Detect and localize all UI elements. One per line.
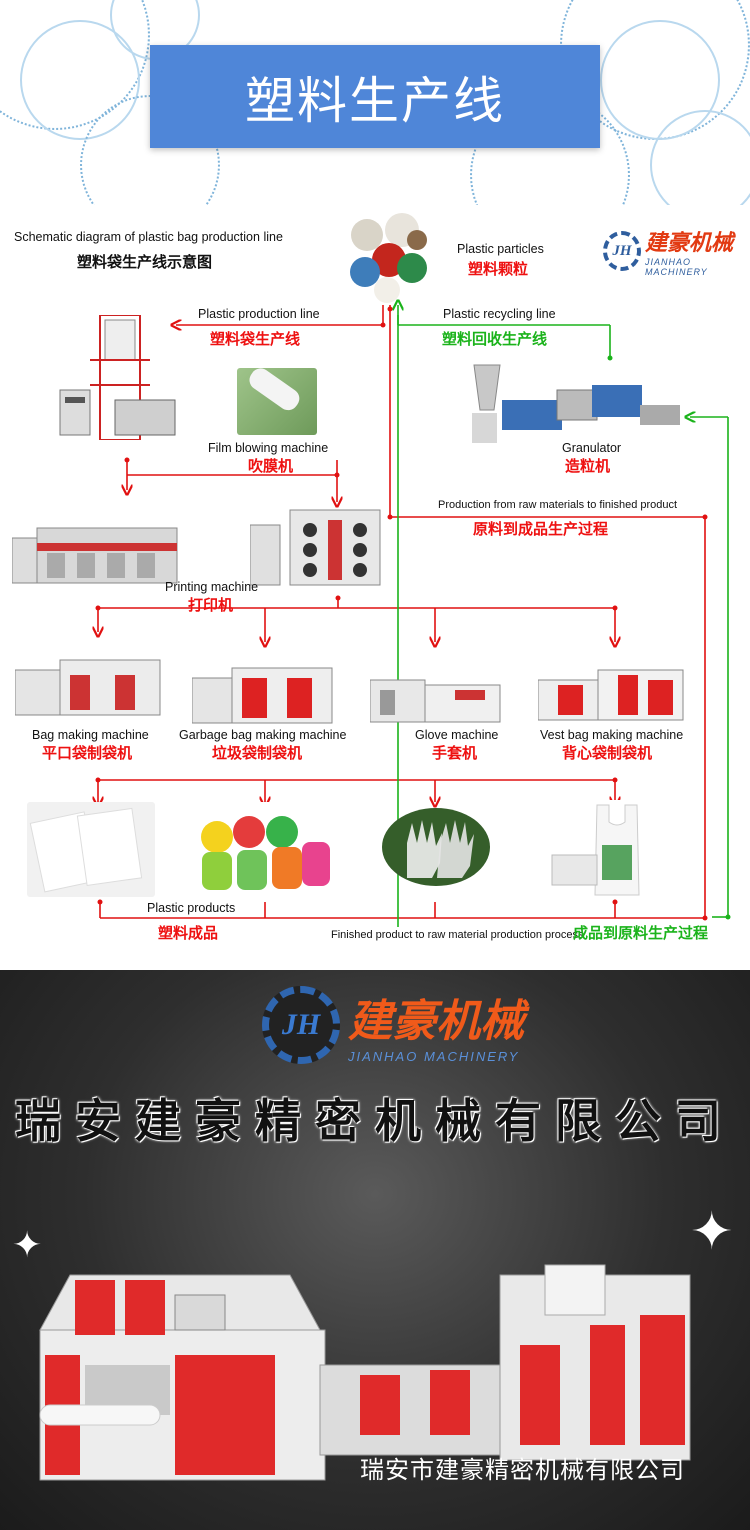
products-label-en: Plastic products (147, 901, 236, 915)
title-box: 塑料生产线 (150, 45, 600, 148)
gear-icon: JH (603, 231, 641, 271)
bag-making-machine-image (14, 650, 165, 720)
printing-label-zh: 打印机 (188, 596, 234, 614)
sparkle-icon: ✦ (12, 1225, 43, 1266)
production-diagram: Schematic diagram of plastic bag product… (0, 205, 750, 970)
brand-name-zh: 建豪机械 (348, 996, 524, 1047)
plastic-particles-label-en: Plastic particles (457, 242, 544, 256)
glove-machine-image (369, 670, 505, 725)
plastic-particles-image (347, 210, 432, 305)
brand-name-zh: 建豪机械 (644, 231, 733, 256)
machine-label-en: Garbage bag making machine (179, 728, 347, 742)
gear-icon: JH (262, 985, 340, 1064)
production-line-label-en: Plastic production line (198, 307, 320, 321)
recycling-line-label-en: Plastic recycling line (443, 307, 556, 321)
recycling-line-label-zh: 塑料回收生产线 (442, 330, 548, 348)
plastic-particles-label-zh: 塑料颗粒 (468, 260, 529, 278)
company-name-footer: 瑞安市建豪精密机械有限公司 (360, 1456, 685, 1484)
granulator-machine-image (462, 355, 684, 445)
film-blowing-label-en: Film blowing machine (208, 441, 329, 455)
raw-to-finished-label-en: Production from raw materials to finishe… (438, 499, 678, 511)
film-blowing-label-zh: 吹膜机 (248, 457, 294, 475)
machine-product-image (30, 1255, 730, 1485)
brand-name-en: JIANHAO MACHINERY (348, 1049, 520, 1064)
flow-lines (0, 205, 731, 927)
printing-label-en: Printing machine (165, 580, 259, 594)
flexo-printing-machine-image (249, 505, 385, 590)
finished-to-raw-label-zh: 成品到原料生产过程 (573, 924, 709, 942)
sparkle-icon: ✦ (690, 1202, 734, 1262)
machine-label-en: Bag making machine (32, 728, 149, 742)
granulator-label-zh: 造粒机 (565, 457, 611, 475)
schematic-title-zh: 塑料袋生产线示意图 (77, 253, 213, 271)
products-label-zh: 塑料成品 (158, 924, 219, 942)
gravure-printing-machine-image (11, 513, 180, 588)
company-footer: JH 建豪机械 JIANHAO MACHINERY 瑞安建豪精密机械有限公司 ✦… (0, 970, 750, 1530)
machine-label-zh: 背心袋制袋机 (562, 744, 653, 762)
vest-bag-machine-image (537, 660, 688, 725)
film-roll-photo (237, 368, 317, 435)
brand-logo: JH 建豪机械 JIANHAO MACHINERY (603, 225, 750, 277)
page-title: 塑料生产线 (245, 71, 505, 130)
granulator-label-en: Granulator (562, 441, 622, 455)
machine-label-zh: 垃圾袋制袋机 (212, 744, 303, 762)
flat-bag-product-photo (27, 802, 155, 897)
glove-product-photo (382, 808, 490, 886)
finished-to-raw-label-en: Finished product to raw material product… (331, 929, 584, 941)
machine-label-zh: 平口袋制袋机 (42, 744, 133, 762)
company-name-calligraphy: 瑞安建豪精密机械有限公司 (15, 1094, 735, 1148)
header-banner: 塑料生产线 (0, 0, 750, 205)
schematic-title-en: Schematic diagram of plastic bag product… (14, 230, 283, 244)
brand-name-en: JIANHAO MACHINERY (644, 257, 708, 277)
production-line-label-zh: 塑料袋生产线 (210, 330, 301, 348)
machine-label-zh: 手套机 (432, 744, 478, 762)
film-blowing-machine-image (55, 314, 185, 441)
machine-label-en: Vest bag making machine (540, 728, 684, 742)
garbage-bag-product-photo (187, 802, 334, 897)
garbage-bag-machine-image (191, 663, 337, 725)
brand-logo-large: JH 建豪机械 JIANHAO MACHINERY (262, 985, 524, 1064)
raw-to-finished-label-zh: 原料到成品生产过程 (473, 520, 609, 538)
machine-label-en: Glove machine (415, 728, 499, 742)
decor-ring (650, 110, 750, 205)
decor-ring (20, 20, 140, 140)
vest-bag-product-photo (547, 800, 665, 898)
